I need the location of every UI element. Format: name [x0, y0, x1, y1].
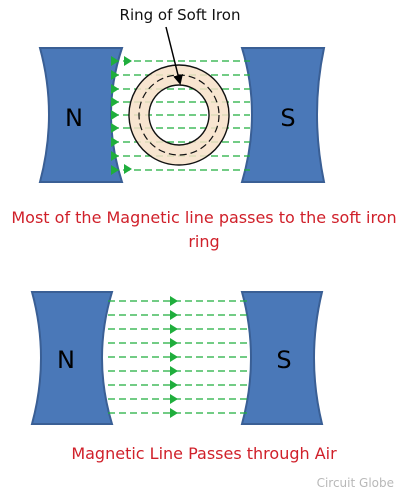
triangle-right-icon: [124, 164, 132, 174]
north-pole-magnet: [38, 47, 124, 183]
triangle-right-icon: [124, 56, 132, 66]
watermark: Circuit Globe: [316, 476, 394, 490]
triangle-right-icon: [111, 165, 119, 175]
triangle-right-icon: [111, 56, 119, 66]
north-label: N: [57, 346, 75, 374]
arrow-down-icon: [165, 26, 183, 85]
caption-bottom: Magnetic Line Passes through Air: [71, 444, 337, 463]
field-arrows-top: [111, 56, 132, 175]
ring-label: Ring of Soft Iron: [120, 6, 241, 24]
south-label: S: [280, 104, 295, 132]
north-label: N: [65, 104, 83, 132]
triangle-right-icon: [111, 97, 119, 107]
triangle-right-icon: [170, 338, 178, 348]
triangle-right-icon: [111, 84, 119, 94]
triangle-right-icon: [170, 352, 178, 362]
triangle-right-icon: [170, 408, 178, 418]
caption-top: Most of the Magnetic line passes to the …: [11, 208, 397, 251]
soft-iron-ring: [128, 64, 230, 166]
field-lines-bottom: [108, 300, 250, 414]
south-pole-magnet: [240, 291, 324, 425]
triangle-right-icon: [170, 296, 178, 306]
south-label: S: [276, 346, 291, 374]
field-arrows-bottom: [170, 296, 178, 418]
triangle-right-icon: [111, 110, 119, 120]
triangle-right-icon: [111, 70, 119, 80]
triangle-right-icon: [111, 137, 119, 147]
triangle-right-icon: [170, 380, 178, 390]
triangle-right-icon: [170, 310, 178, 320]
triangle-right-icon: [111, 123, 119, 133]
triangle-right-icon: [170, 366, 178, 376]
diagram-top: Ring of Soft Iron N S: [38, 6, 326, 183]
triangle-right-icon: [111, 151, 119, 161]
triangle-right-icon: [170, 394, 178, 404]
triangle-right-icon: [170, 324, 178, 334]
diagram-bottom: N S: [30, 291, 324, 425]
south-pole-magnet: [240, 47, 326, 183]
north-pole-magnet: [30, 291, 114, 425]
